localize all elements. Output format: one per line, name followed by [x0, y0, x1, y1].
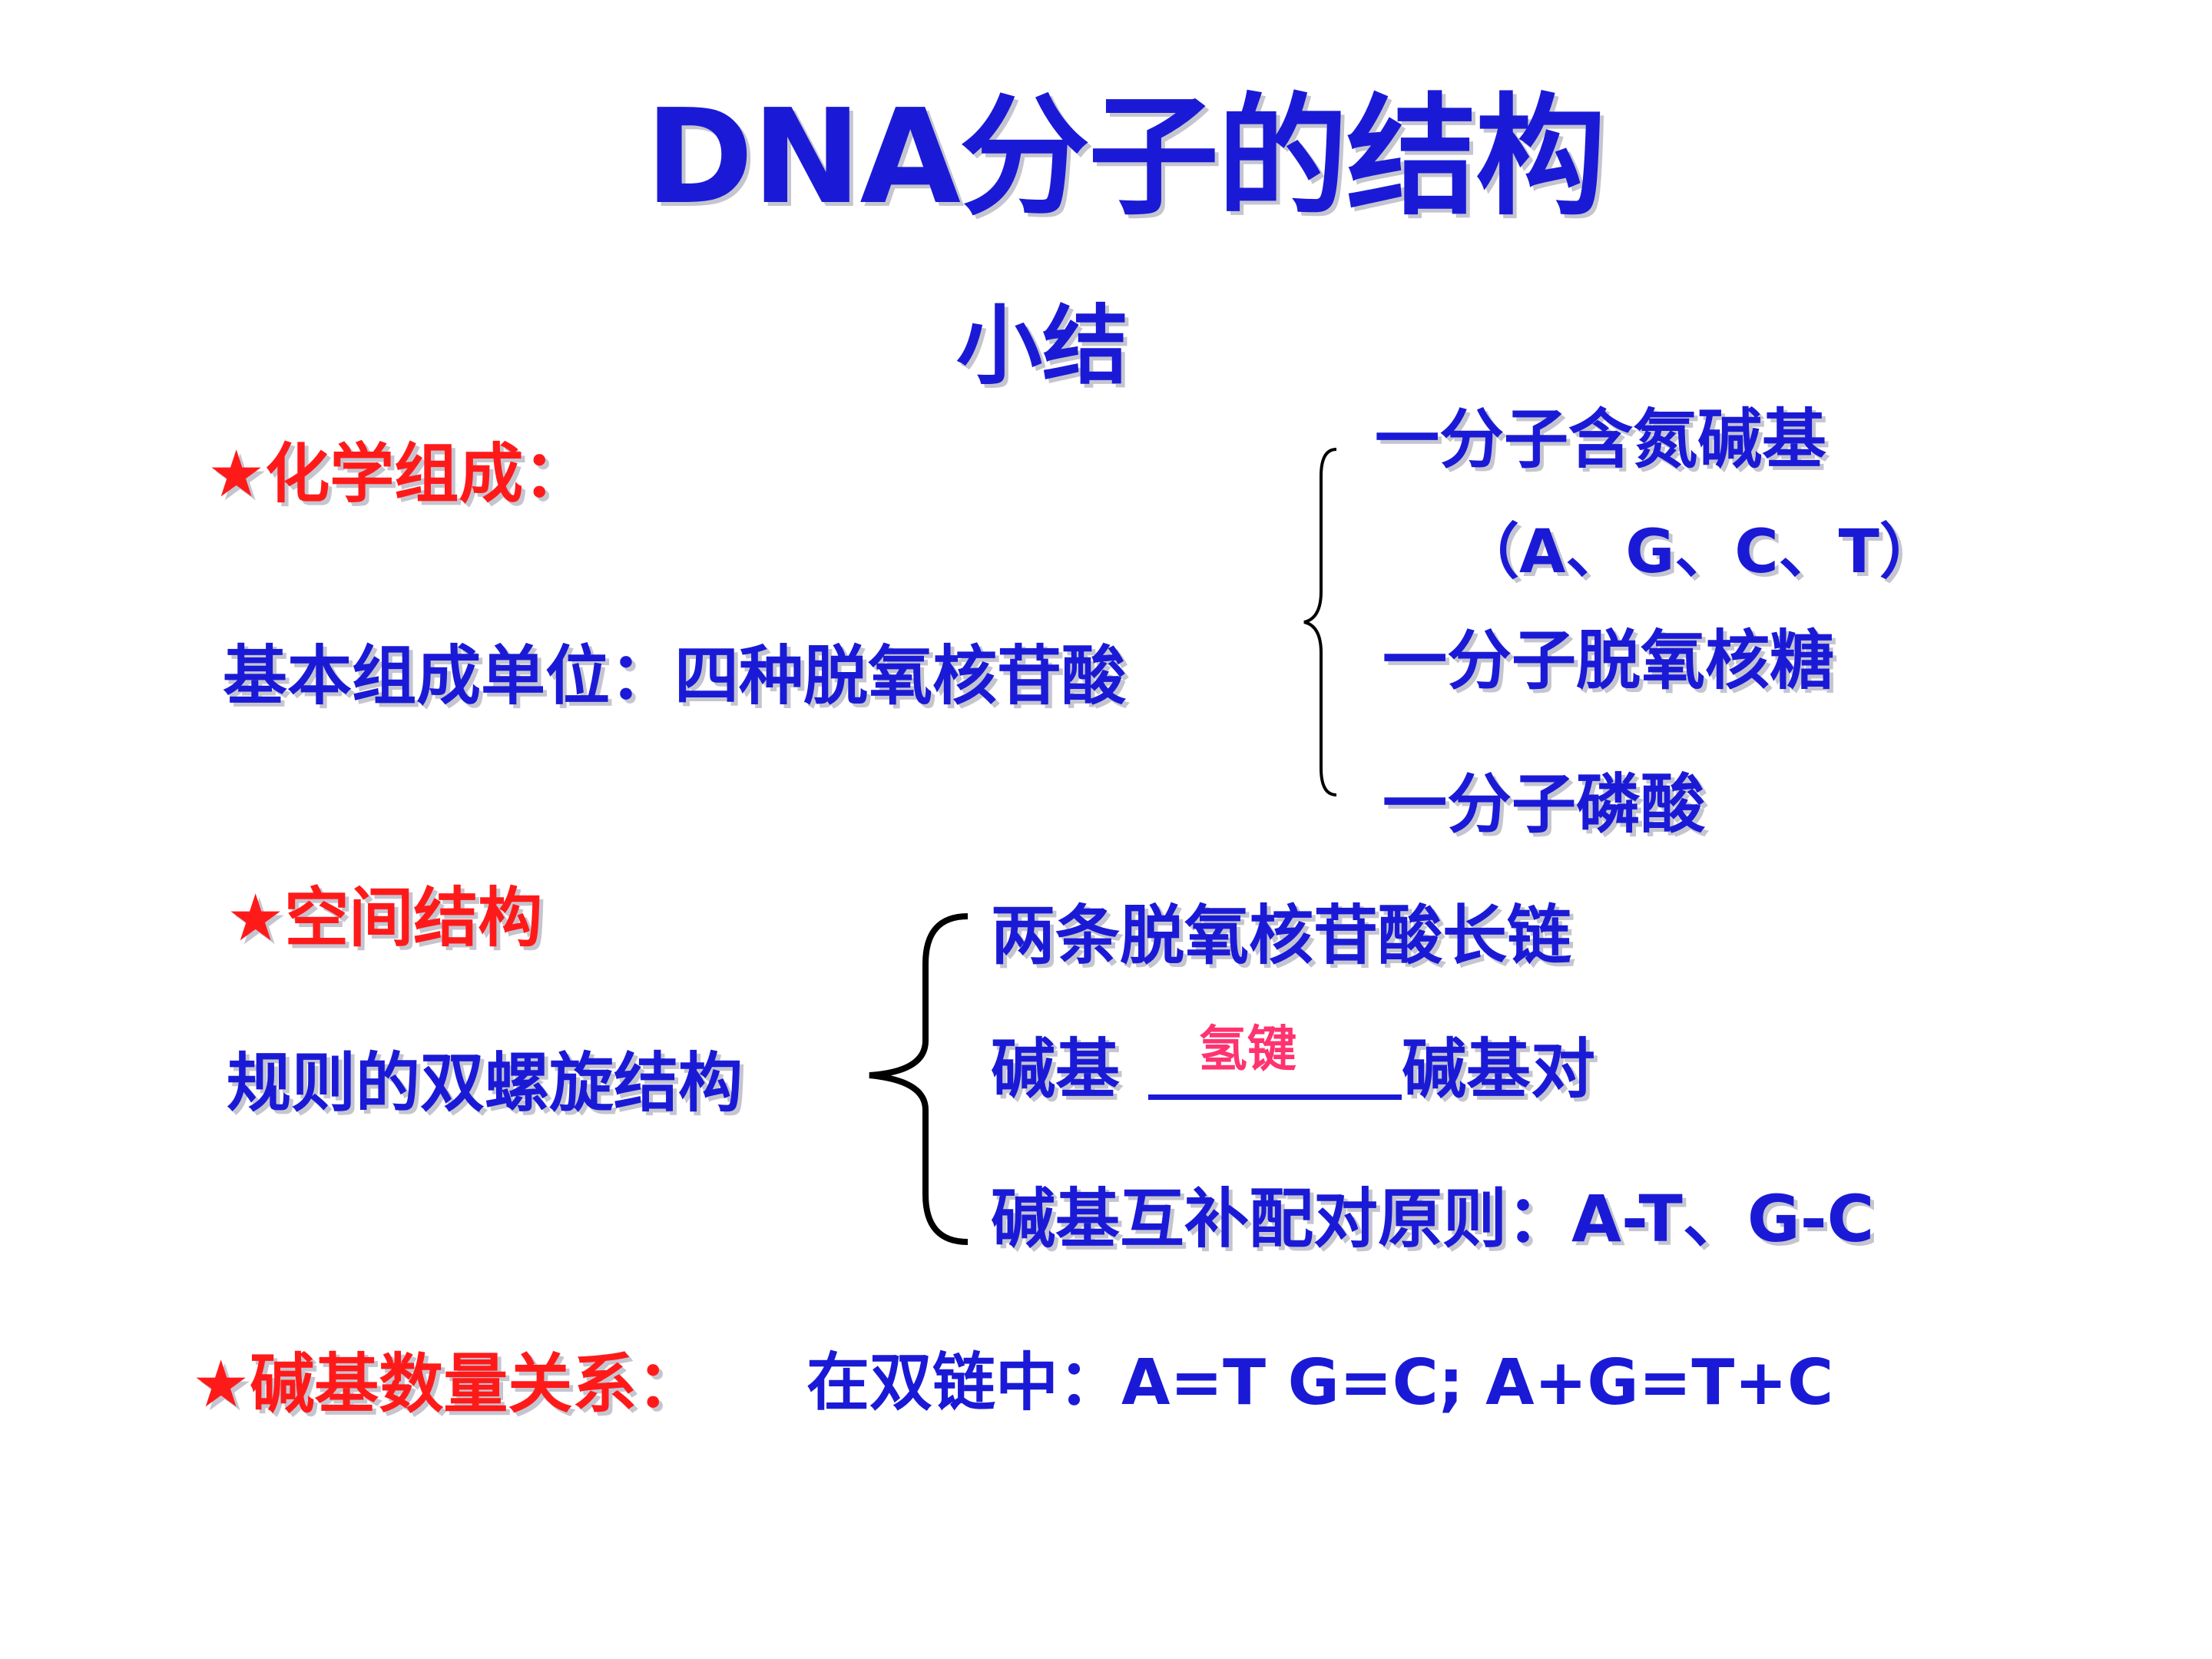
component-phosphate: 一分子磷酸: [1382, 767, 1706, 842]
page-title: DNA分子的结构: [645, 81, 1606, 233]
spatial-chains: 两条脱氧核苷酸长链: [991, 898, 1572, 973]
spatial-pair-suffix: 碱基对: [1402, 1031, 1596, 1107]
pair-answer: 氢键: [1198, 1022, 1296, 1078]
spatial-structure-text: 规则的双螺旋结构: [227, 1045, 743, 1121]
chemical-heading: ★化学组成：: [207, 436, 588, 512]
subtitle: 小结: [956, 296, 1128, 396]
spatial-rule: 碱基互补配对原则：A-T、G-C: [991, 1181, 1875, 1257]
basic-unit-text: 基本组成单位：四种脱氧核苷酸: [223, 638, 1127, 714]
answer-blank: [1148, 1094, 1402, 1100]
component-base: 一分子含氮碱基: [1375, 402, 1827, 477]
quantity-relation: 在双链中：A=T G=C; A+G=T+C: [806, 1346, 1834, 1419]
spatial-heading: ★空间结构: [227, 880, 543, 955]
chemical-brace: [1303, 448, 1337, 796]
spatial-brace: [869, 913, 969, 1245]
component-base-letters: （A、G、C、T）: [1459, 518, 1939, 587]
component-sugar: 一分子脱氧核糖: [1382, 623, 1835, 698]
quantity-heading: ★碱基数量关系：: [192, 1346, 702, 1422]
spatial-pair-prefix: 碱基: [991, 1031, 1121, 1107]
